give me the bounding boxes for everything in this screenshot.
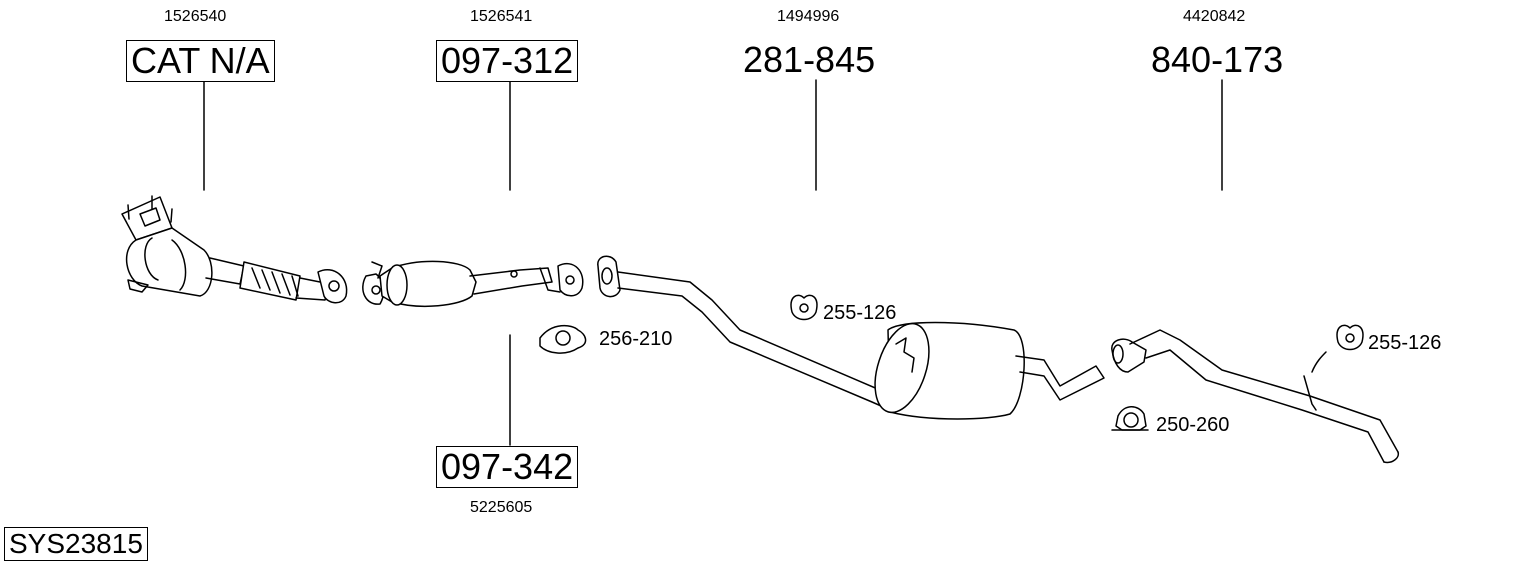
oem-number-cat-na: 1526540 (164, 8, 227, 25)
rubber-hanger-icon (1336, 324, 1364, 351)
gasket-icon (539, 324, 587, 354)
front-pipe-silencer-icon (597, 255, 1105, 420)
oem-number-097-342: 5225605 (470, 499, 533, 516)
system-code: SYS23815 (4, 527, 148, 561)
pipe-clamp-icon (1111, 406, 1149, 431)
part-number-097-342[interactable]: 097-342 (436, 446, 579, 488)
part-number-840-173[interactable]: 840-173 (1151, 39, 1284, 80)
tail-pipe-icon (1111, 329, 1400, 464)
rubber-hanger-icon (790, 294, 818, 321)
catalytic-converter-icon (362, 260, 584, 307)
part-number-256-210[interactable]: 256-210 (599, 328, 673, 350)
manifold-catalyst-icon (121, 195, 348, 304)
part-number-097-312[interactable]: 097-312 (436, 40, 579, 82)
part-number-281-845[interactable]: 281-845 (743, 39, 876, 80)
part-number-255-126[interactable]: 255-126 (823, 302, 897, 324)
part-number-255-126-right[interactable]: 255-126 (1368, 332, 1442, 354)
oem-number-281-845: 1494996 (777, 8, 840, 25)
oem-number-840-173: 4420842 (1183, 8, 1246, 25)
part-number-250-260[interactable]: 250-260 (1156, 414, 1230, 436)
oem-number-097-312: 1526541 (470, 8, 533, 25)
part-number-cat-na[interactable]: CAT N/A (126, 40, 275, 82)
